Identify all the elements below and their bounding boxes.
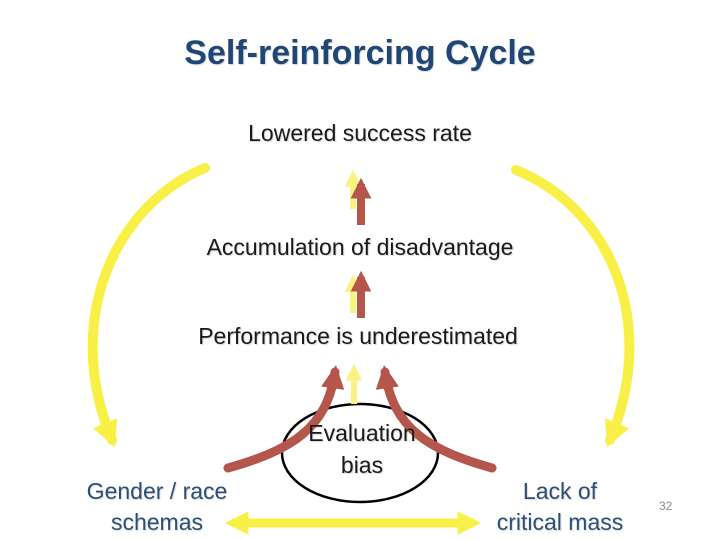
lack-of-line1: Lack of [522, 478, 598, 504]
cycle-step-accumulation-of-disadvantage: Accumulation of disadvantage [206, 234, 514, 260]
lack-of-critical-mass-label: Lack of critical mass [497, 476, 624, 538]
slide-page-number: 32 [659, 499, 673, 513]
cycle-arc-left-arrow [87, 163, 210, 448]
cycle-step-performance-underestimated: Performance is underestimated [198, 323, 518, 349]
evaluation-bias-label: Evaluation bias [308, 417, 415, 481]
cycle-arc-right-arrow [511, 165, 635, 448]
cycle-step-lowered-success-rate: Lowered success rate [248, 120, 472, 146]
lack-of-line2: critical mass [496, 509, 624, 535]
evaluation-bias-line1: Evaluation [308, 420, 416, 446]
page-title: Self-reinforcing Cycle [184, 34, 536, 72]
gender-race-line1: Gender / race [86, 478, 228, 504]
evaluation-bias-line2: bias [340, 452, 384, 478]
gender-race-line2: schemas [110, 509, 204, 535]
gender-race-schemas-label: Gender / race schemas [87, 476, 228, 538]
